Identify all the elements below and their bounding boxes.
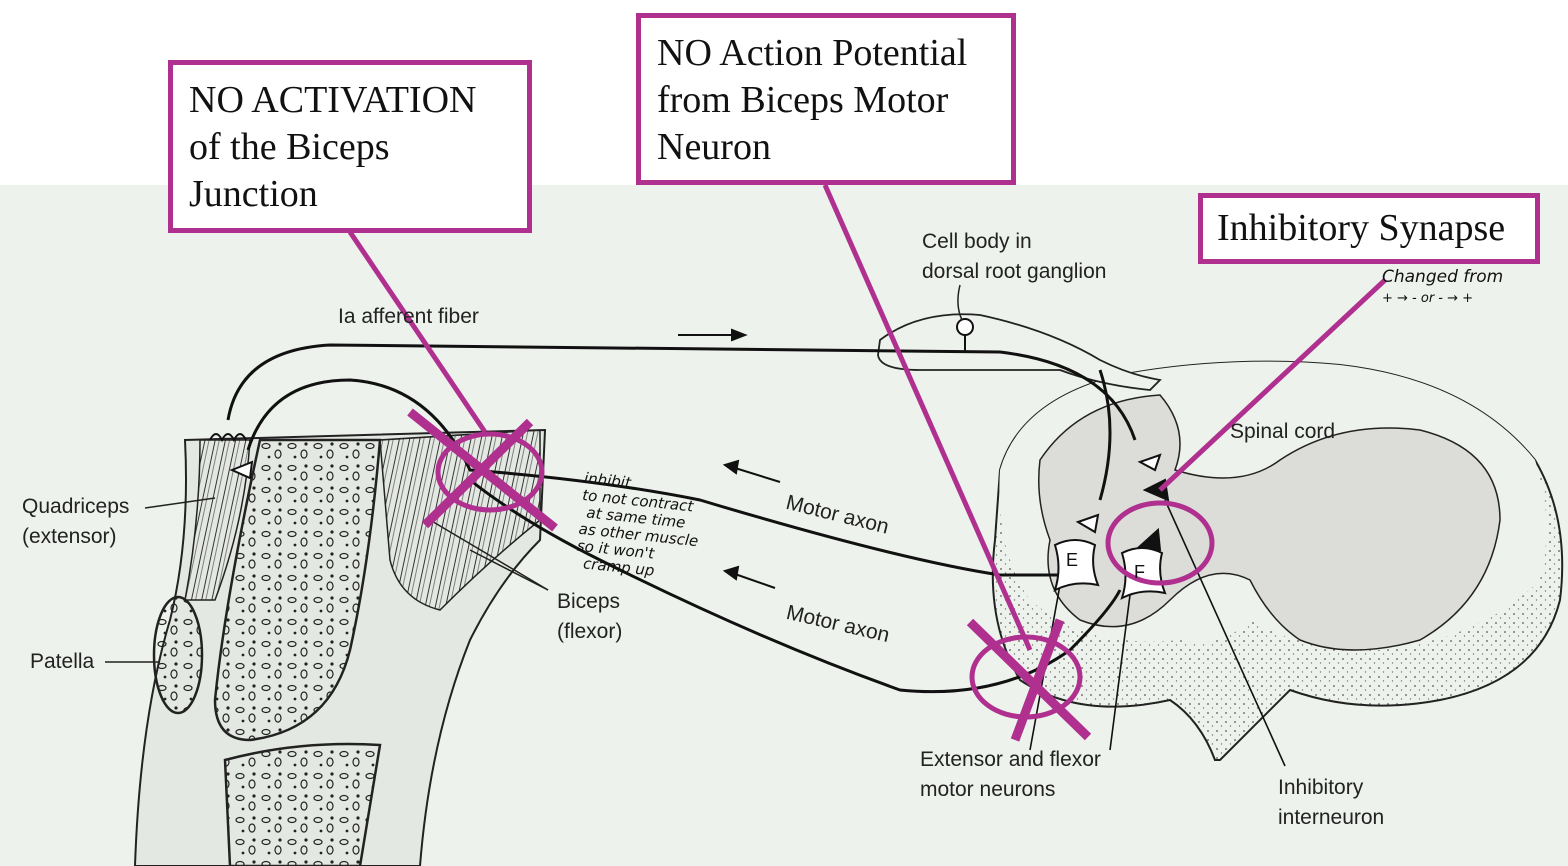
handwritten-biceps-note: inhibit to not contract at same time as …: [574, 469, 704, 584]
label-spinal-cord: Spinal cord: [1230, 420, 1336, 443]
synapse-note-line-1: Changed from: [1382, 267, 1504, 287]
extensor-neuron: [1053, 539, 1100, 592]
afferent-branch: [1098, 369, 1112, 501]
cell-body-line-1: Cell body in: [922, 230, 1032, 253]
label-quadriceps: Quadriceps (extensor): [22, 492, 129, 552]
cell-body: [956, 318, 974, 336]
label-pointers: [105, 284, 963, 663]
motor-neurons-line-1: Extensor and flexor: [920, 748, 1101, 771]
label-motor-neurons: Extensor and flexor motor neurons: [920, 745, 1101, 805]
tibia-bone: [223, 742, 382, 866]
quadriceps-muscle: [184, 439, 251, 601]
patella-bone: [152, 595, 204, 715]
callout-motor-line-3: Neuron: [657, 126, 771, 168]
biceps-line-1: Biceps: [557, 590, 621, 613]
label-biceps: Biceps (flexor): [557, 587, 622, 647]
leg-illustration: [133, 428, 547, 866]
callout-motor-neuron: NO Action Potential from Biceps Motor Ne…: [636, 13, 1016, 185]
neuron-e-label: E: [1066, 550, 1078, 570]
motor-neurons-line-2: motor neurons: [920, 778, 1056, 801]
afferent-fiber-path: [226, 343, 1137, 441]
synapse-terminal-b: [1075, 513, 1100, 534]
callout-biceps-junction: NO ACTIVATION of the Biceps Junction: [168, 60, 532, 233]
pointer-junction: [347, 230, 488, 434]
pointer-inhibitory-synapse: [1158, 278, 1387, 492]
callout-junction-line-3: Junction: [189, 173, 318, 215]
biceps-line-2: (flexor): [557, 620, 623, 643]
callout-synapse-text: Inhibitory Synapse: [1217, 207, 1506, 249]
neuron-f-label: F: [1134, 562, 1145, 582]
label-patella: Patella: [30, 650, 95, 673]
flexor-neuron: [1120, 547, 1167, 600]
synapse-note-line-2: + → - or - → +: [1382, 291, 1474, 306]
callout-motor-line-1: NO Action Potential: [657, 32, 968, 74]
annotation-marks: [347, 183, 1387, 742]
interneuron-line-2: interneuron: [1278, 806, 1385, 829]
nerve-fibers: [226, 343, 1286, 767]
label-cell-body: Cell body in dorsal root ganglion: [922, 227, 1106, 287]
x-motor-neuron-a: [966, 618, 1092, 741]
interneuron-line-1: Inhibitory: [1278, 776, 1364, 799]
callout-motor-line-2: from Biceps Motor: [657, 79, 949, 121]
cell-body-line-2: dorsal root ganglion: [922, 260, 1107, 283]
motor-axon-lower-path: [469, 478, 1122, 694]
circle-junction: [435, 431, 545, 513]
quadriceps-line-2: (extensor): [22, 525, 117, 548]
x-junction-b: [421, 418, 534, 529]
label-afferent-fiber: Ia afferent fiber: [338, 305, 479, 328]
callout-junction-line-1: NO ACTIVATION: [189, 79, 477, 121]
callout-junction-line-2: of the Biceps: [189, 126, 390, 168]
pointer-motor-neuron: [822, 183, 1033, 652]
biceps-muscle: [379, 429, 541, 611]
quadriceps-line-1: Quadriceps: [22, 495, 130, 518]
motor-neuron-shapes: [1053, 539, 1167, 600]
dorsal-root-ganglion: [877, 313, 1162, 391]
handwritten-synapse-note: Changed from + → - or - → +: [1382, 266, 1503, 310]
synapse-terminal-a: [1137, 453, 1162, 472]
motor-axon-upper-path: [246, 378, 1060, 577]
circle-inhibitory-synapse: [1105, 500, 1215, 586]
muscle-spindle: [209, 433, 247, 443]
synapse-terminal-c: [229, 460, 254, 480]
x-motor-neuron-b: [1010, 618, 1065, 742]
callout-inhibitory-synapse: Inhibitory Synapse: [1198, 193, 1540, 264]
interneuron-axon: [1164, 499, 1286, 767]
femur-bone: [213, 438, 382, 742]
direction-markers: [229, 328, 1170, 589]
label-interneuron: Inhibitory interneuron: [1278, 773, 1384, 833]
